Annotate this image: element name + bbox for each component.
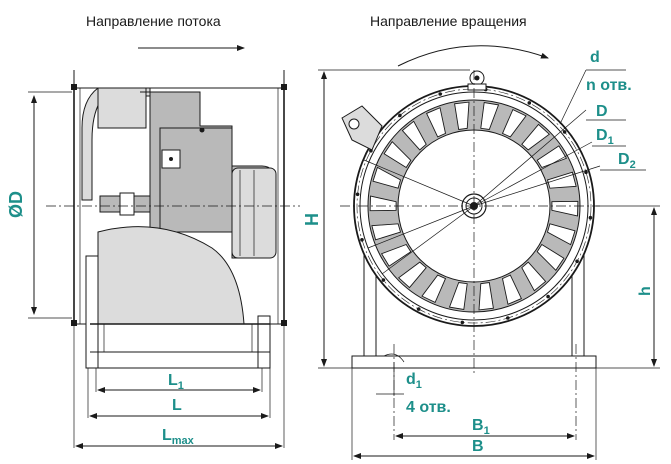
l-label: L bbox=[172, 397, 182, 414]
b1-label: B1 bbox=[472, 417, 490, 437]
front-terminal-box bbox=[341, 105, 383, 151]
blade-gap bbox=[448, 282, 468, 311]
impeller-cone bbox=[97, 226, 245, 325]
rotation-direction-caption: Направление вращения bbox=[370, 13, 527, 29]
blade-gap bbox=[380, 243, 412, 267]
flange-bolt-hole bbox=[562, 130, 567, 134]
four-holes-label: 4 отв. bbox=[406, 399, 451, 416]
shaft-coupling bbox=[119, 192, 135, 216]
motor-stator bbox=[159, 127, 233, 233]
blade-gap bbox=[536, 145, 568, 169]
front-foot bbox=[85, 255, 99, 369]
height-label: H bbox=[302, 213, 322, 226]
d1-label: d1 bbox=[406, 371, 422, 391]
flange-bolt-hole bbox=[381, 278, 386, 282]
b-label: B bbox=[472, 438, 484, 455]
blade-gap bbox=[521, 123, 551, 151]
blade-gap bbox=[369, 195, 397, 212]
D-label: D bbox=[596, 103, 608, 120]
flange-bolt-hole bbox=[416, 307, 421, 311]
flange-bolt-hole bbox=[355, 192, 360, 197]
blade-gap bbox=[521, 261, 547, 292]
D2-label: D2 bbox=[618, 151, 636, 171]
bracket-top bbox=[97, 87, 147, 129]
front-dimensions: H h d n отв. D D1 D2 d1 4 отв. B1 B bbox=[302, 49, 660, 460]
small-height-label: h bbox=[637, 286, 654, 296]
flange-bolt-hole bbox=[546, 294, 550, 299]
flange-bolt-hole bbox=[584, 170, 588, 174]
flange-bolt-hole bbox=[506, 316, 510, 320]
rotation-direction-arrow bbox=[397, 45, 549, 67]
front-view bbox=[340, 69, 646, 440]
blade-gap bbox=[372, 166, 402, 189]
blade-gap bbox=[454, 101, 470, 131]
blade-gap bbox=[480, 101, 500, 130]
flange-bolt-hole bbox=[575, 259, 579, 264]
l1-label: L1 bbox=[168, 372, 184, 392]
blade-gap bbox=[401, 120, 427, 151]
side-dimensions: ØD L1 L Lmax bbox=[6, 91, 285, 449]
blade-gap bbox=[546, 223, 576, 246]
blade-gap bbox=[421, 274, 447, 304]
blade-gap bbox=[397, 261, 427, 289]
side-view bbox=[46, 70, 300, 369]
blade-gap bbox=[425, 107, 447, 138]
blade-gap bbox=[536, 243, 565, 272]
flow-direction-caption: Направление потока bbox=[86, 13, 221, 29]
blade-gap bbox=[501, 108, 527, 138]
blade-gap bbox=[478, 281, 494, 311]
flange-bolt-hole bbox=[527, 101, 532, 105]
flange-bolt-hole bbox=[398, 113, 402, 118]
diameter-label: ØD bbox=[6, 191, 26, 218]
flange-bolt-hole bbox=[588, 215, 593, 220]
flange-bolt-hole bbox=[360, 238, 364, 242]
n-holes-label: n отв. bbox=[586, 77, 632, 94]
d-label: d bbox=[590, 49, 600, 66]
blade-gap bbox=[383, 140, 412, 169]
blade-gap bbox=[501, 274, 523, 305]
flange-bolt-hole bbox=[460, 320, 465, 325]
flange-bolt-hole bbox=[438, 92, 443, 96]
lmax-label: Lmax bbox=[162, 427, 195, 447]
blade-gap bbox=[551, 200, 579, 217]
blade-gap bbox=[371, 223, 402, 241]
D1-label: D1 bbox=[596, 127, 614, 147]
